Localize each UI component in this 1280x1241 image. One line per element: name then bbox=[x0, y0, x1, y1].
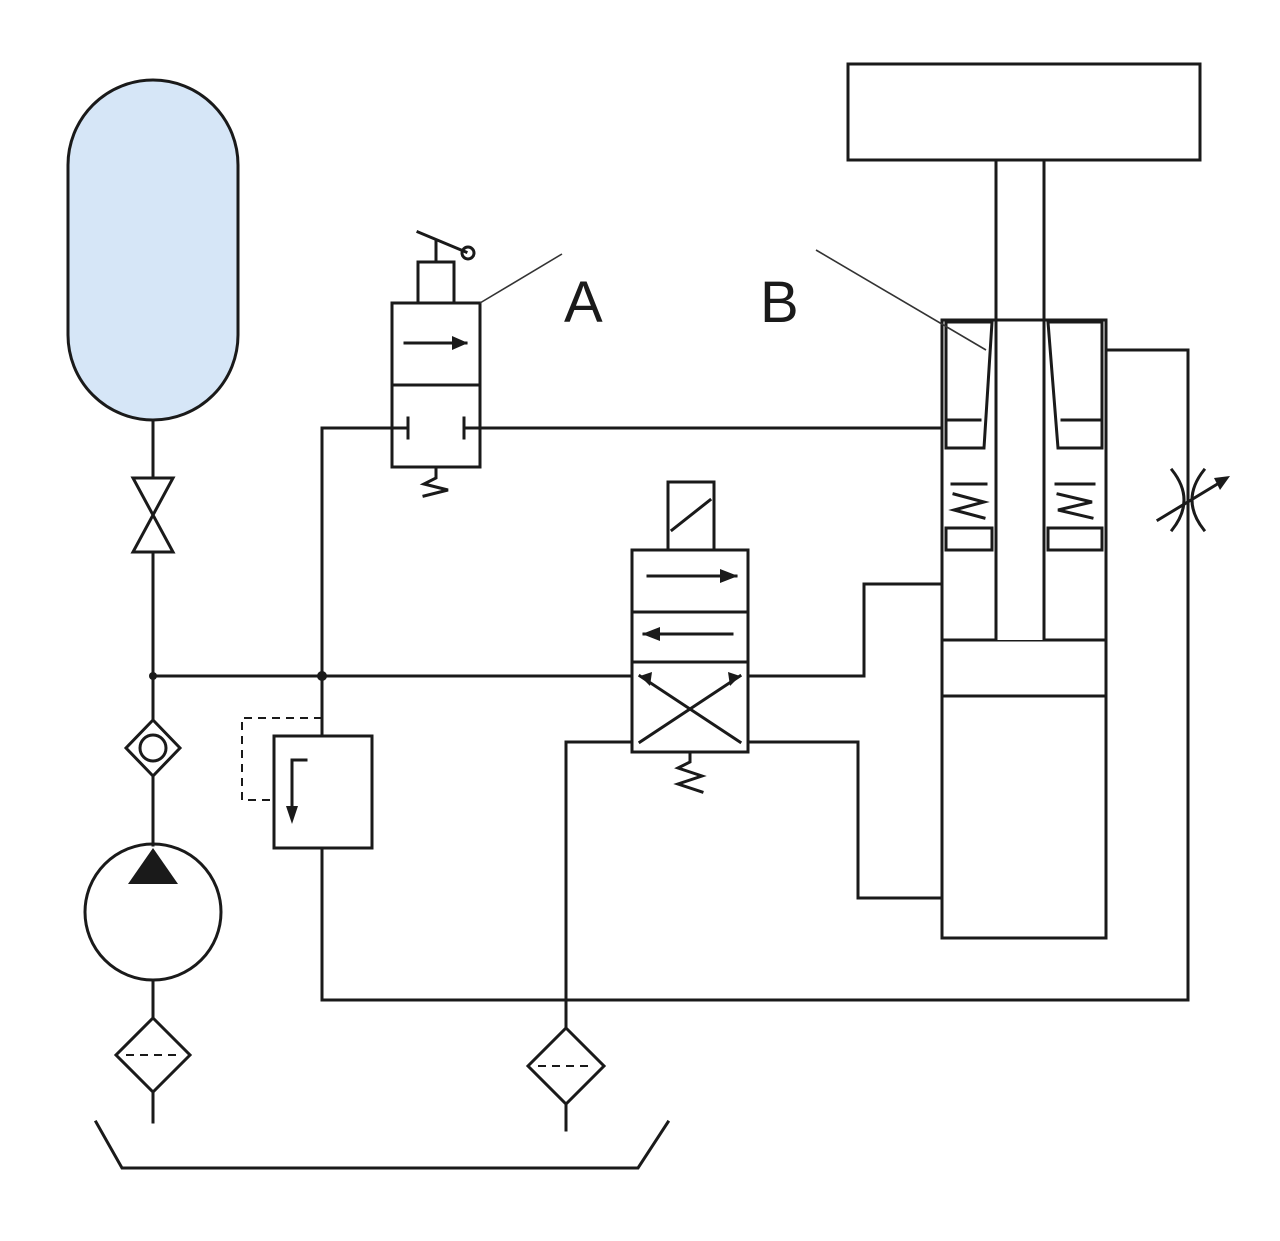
pressure-relief-valve-icon bbox=[241, 674, 374, 850]
accumulator-icon bbox=[66, 78, 240, 422]
cylinder-icon bbox=[846, 62, 1202, 940]
directional-valve-a-icon bbox=[390, 230, 482, 498]
label-a: A bbox=[564, 270, 603, 335]
shutoff-valve-icon bbox=[130, 476, 176, 554]
adjustable-throttle-icon bbox=[1155, 467, 1230, 533]
pump-icon bbox=[83, 842, 223, 982]
directional-valve-b-icon bbox=[630, 480, 750, 794]
check-valve-icon bbox=[123, 717, 183, 779]
return-filter-icon bbox=[525, 1025, 607, 1107]
tank-icon bbox=[93, 1119, 671, 1170]
label-b: B bbox=[760, 270, 799, 335]
filter-icon bbox=[113, 1015, 193, 1095]
